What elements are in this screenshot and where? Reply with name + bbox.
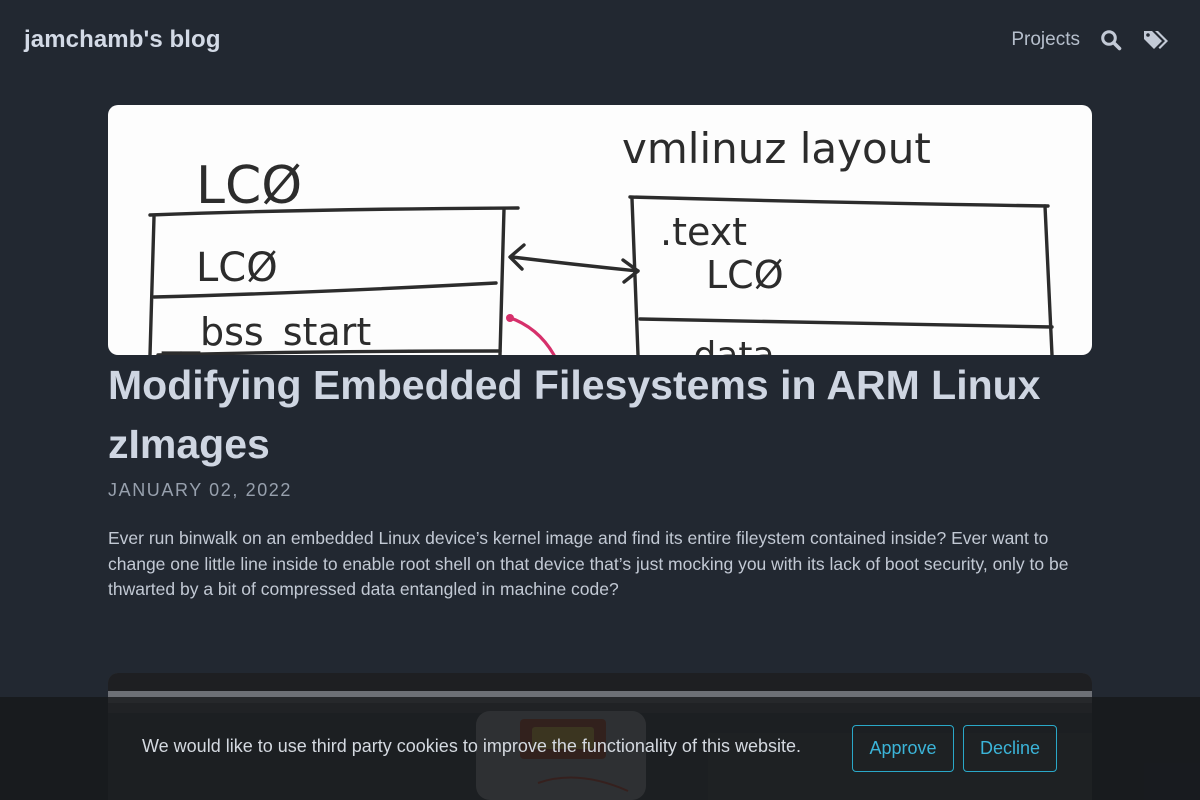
post-title-link[interactable]: Modifying Embedded Filesystems in ARM Li… (108, 362, 1041, 467)
post-date: JANUARY 02, 2022 (108, 480, 293, 500)
cookie-banner: We would like to use third party cookies… (0, 697, 1200, 800)
decline-cookies-button[interactable]: Decline (963, 725, 1057, 772)
sketch-right-heading: vmlinuz layout (622, 124, 931, 173)
approve-cookies-button[interactable]: Approve (852, 725, 954, 772)
sketch-right-row-2: LCØ (706, 253, 784, 297)
post-hero-image[interactable]: LCØ LCØ __bss_start vmlinuz layout .text… (108, 105, 1092, 355)
site-title-link[interactable]: jamchamb's blog (24, 26, 221, 53)
site-header: jamchamb's blog Projects (0, 0, 1200, 82)
sketch-left-row-2: __bss_start (161, 310, 371, 354)
cookie-message: We would like to use third party cookies… (142, 736, 801, 756)
top-nav: Projects (1011, 24, 1170, 56)
sketch-right-row-3: .data (682, 335, 775, 355)
tags-icon[interactable] (1142, 28, 1170, 52)
sketch-right-row-1: .text (660, 210, 747, 254)
post-excerpt: Ever run binwalk on an embedded Linux de… (108, 528, 1069, 599)
sketch-left-row-1: LCØ (196, 245, 278, 291)
search-icon[interactable] (1100, 29, 1122, 51)
nav-projects-link[interactable]: Projects (1011, 29, 1080, 50)
sketch-left-heading: LCØ (196, 156, 302, 216)
